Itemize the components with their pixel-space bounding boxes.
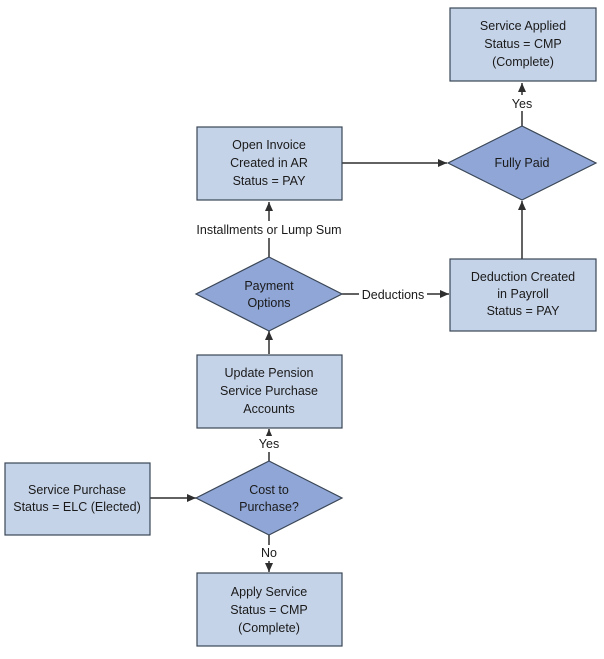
service-applied-line3: (Complete) (492, 55, 554, 69)
node-cost-to-purchase: Cost to Purchase? (194, 460, 344, 536)
node-apply-service: Apply Service Status = CMP (Complete) (196, 572, 343, 647)
apply-service-box (196, 572, 343, 647)
service-purchase-box (4, 462, 151, 536)
apply-service-line2: Status = CMP (230, 603, 307, 617)
service-purchase-line1: Service Purchase (28, 483, 126, 497)
fully-paid-line1: Fully Paid (495, 156, 550, 170)
node-open-invoice: Open Invoice Created in AR Status = PAY (196, 126, 343, 201)
payment-options-line2: Options (247, 296, 290, 310)
deduction-created-box (449, 258, 597, 332)
edge-label-yes-cost: Yes (259, 437, 279, 451)
update-pension-box (196, 354, 343, 429)
edge-label-yes-fully-paid: Yes (512, 97, 532, 111)
service-applied-line1: Service Applied (480, 19, 566, 33)
node-payment-options: Payment Options (194, 256, 344, 332)
deduction-created-line1: Deduction Created (471, 270, 575, 284)
apply-service-line3: (Complete) (238, 621, 300, 635)
service-applied-box (449, 7, 597, 82)
fully-paid-diamond (446, 125, 598, 201)
service-purchase-line2: Status = ELC (Elected) (13, 500, 141, 514)
cost-to-purchase-line1: Cost to (249, 483, 289, 497)
payment-options-diamond (194, 256, 344, 332)
open-invoice-box (196, 126, 343, 201)
apply-service-line1: Apply Service (231, 585, 307, 599)
node-service-purchase: Service Purchase Status = ELC (Elected) (4, 462, 151, 536)
node-deduction-created: Deduction Created in Payroll Status = PA… (449, 258, 597, 332)
cost-to-purchase-diamond (194, 460, 344, 536)
node-service-applied: Service Applied Status = CMP (Complete) (449, 7, 597, 82)
deduction-created-line2: in Payroll (497, 287, 548, 301)
payment-options-line1: Payment (244, 279, 294, 293)
node-fully-paid: Fully Paid (446, 125, 598, 201)
open-invoice-line3: Status = PAY (233, 174, 307, 188)
edge-label-installments: Installments or Lump Sum (196, 223, 341, 237)
edge-label-deductions: Deductions (362, 288, 425, 302)
update-pension-line3: Accounts (243, 402, 294, 416)
service-applied-line2: Status = CMP (484, 37, 561, 51)
deduction-created-line3: Status = PAY (487, 304, 561, 318)
edge-label-no-cost: No (261, 546, 277, 560)
update-pension-line1: Update Pension (225, 366, 314, 380)
open-invoice-line1: Open Invoice (232, 138, 306, 152)
open-invoice-line2: Created in AR (230, 156, 308, 170)
update-pension-line2: Service Purchase (220, 384, 318, 398)
node-update-pension: Update Pension Service Purchase Accounts (196, 354, 343, 429)
cost-to-purchase-line2: Purchase? (239, 500, 299, 514)
